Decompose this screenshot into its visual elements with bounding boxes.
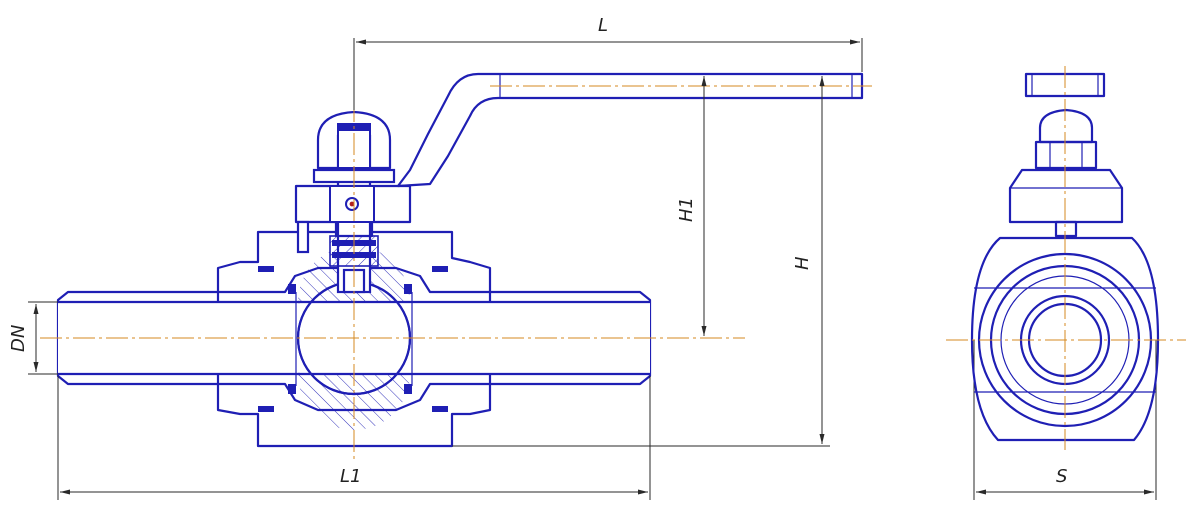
dimension-H-label: H (792, 256, 813, 270)
seat-seal-bottom-left (258, 406, 274, 412)
ball-seal-tl (288, 284, 296, 294)
seat-seal-bottom-right (432, 406, 448, 412)
end-view-stem-cap (1038, 108, 1094, 144)
end-view-body (970, 236, 1160, 442)
end-view-hub (1008, 168, 1124, 224)
seat-seal-top-left (258, 266, 274, 272)
ball-seal-br (404, 384, 412, 394)
handle-hub (294, 184, 412, 254)
side-section-view (40, 72, 872, 462)
dimension-S-label: S (1056, 466, 1067, 487)
dimension-DN-label: DN (8, 325, 29, 352)
seat-seal-top-right (432, 266, 448, 272)
dimension-H1-label: H1 (676, 197, 697, 222)
ball-seal-bl (288, 384, 296, 394)
end-view (946, 66, 1186, 450)
lever-handle (396, 72, 864, 188)
dimension-L1-label: L1 (340, 466, 361, 487)
dimension-L-label: L (598, 15, 608, 36)
dimensions: L H1 H L1 DN S (8, 15, 1157, 500)
